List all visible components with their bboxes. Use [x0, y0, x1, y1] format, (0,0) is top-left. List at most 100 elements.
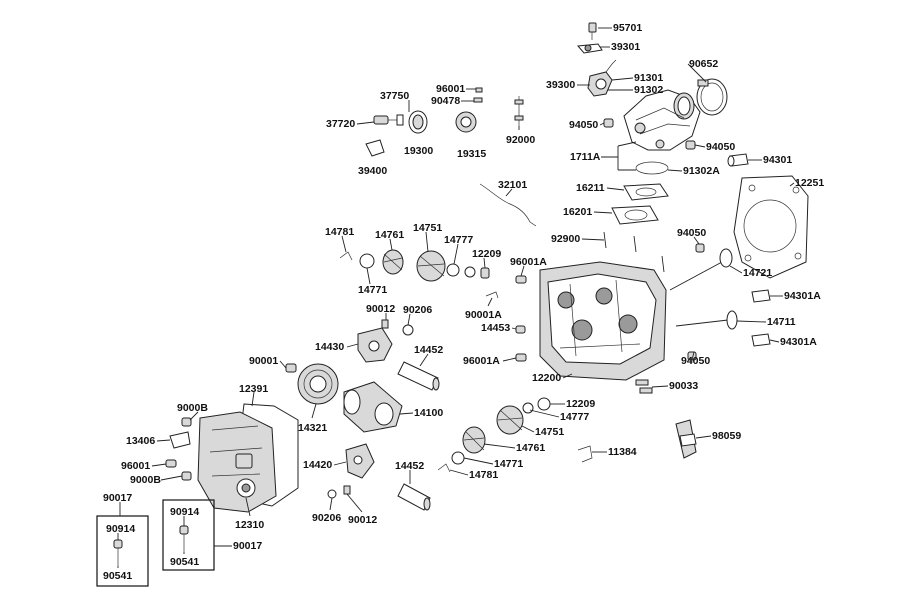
valve-springs-lower: [437, 397, 551, 473]
cylinder-head: [539, 261, 667, 381]
part-label-91302A: 91302A: [683, 165, 720, 177]
intake-manifold: [623, 89, 701, 151]
inset-boxes: [96, 499, 215, 587]
sensor-assembly-top: [576, 22, 617, 97]
part-label-12209a: 12209: [472, 248, 501, 260]
part-label-11384: 11384: [608, 446, 637, 458]
part-label-14721: 14721: [743, 267, 772, 279]
rocker-arm-upper: [357, 319, 414, 363]
part-label-90206a: 90206: [403, 304, 432, 316]
rocker-arm-lower: [327, 443, 375, 499]
part-label-94301: 94301: [763, 154, 792, 166]
spark-plug-and-clip: [577, 419, 697, 463]
part-label-13406: 13406: [126, 435, 155, 447]
part-label-90012a: 90012: [366, 303, 395, 315]
valve-springs-upper: [339, 249, 490, 282]
dowel-pin-top: [727, 153, 749, 167]
cam-sprocket: [285, 363, 339, 405]
part-label-96001b: 96001: [121, 460, 150, 472]
part-label-96001: 96001: [436, 83, 465, 95]
part-label-94050a: 94050: [569, 119, 598, 131]
dowel-pins: [751, 289, 771, 347]
part-label-96001A: 96001A: [510, 256, 547, 268]
head-gasket: [733, 175, 809, 279]
part-label-95701: 95701: [613, 22, 642, 34]
o-ring: [635, 161, 669, 175]
studs: [603, 231, 665, 273]
part-label-12200: 12200: [532, 372, 561, 384]
hose-clamp: [696, 78, 728, 116]
part-label-12310: 12310: [235, 519, 264, 531]
part-label-32101: 32101: [498, 179, 527, 191]
part-label-14761a: 14761: [375, 229, 404, 241]
part-label-14430: 14430: [315, 341, 344, 353]
part-label-14761b: 14761: [516, 442, 545, 454]
part-label-92000: 92000: [506, 134, 535, 146]
part-label-14100: 14100: [414, 407, 443, 419]
part-label-1711A: 1711A: [570, 151, 601, 163]
part-label-14452a: 14452: [414, 344, 443, 356]
part-label-90206b: 90206: [312, 512, 341, 524]
part-label-14420: 14420: [303, 459, 332, 471]
part-label-16211: 16211: [576, 182, 605, 194]
part-label-14711: 14711: [767, 316, 796, 328]
part-label-14321: 14321: [298, 422, 327, 434]
insulator-gaskets: [611, 183, 669, 225]
part-label-94301A2: 94301A: [780, 336, 817, 348]
head-cover: [197, 403, 299, 513]
part-label-14781b: 14781: [469, 469, 498, 481]
part-label-39400: 39400: [358, 165, 387, 177]
part-label-14781a: 14781: [325, 226, 354, 238]
part-label-14777b: 14777: [560, 411, 589, 423]
part-label-90914a: 90914: [106, 523, 135, 535]
part-label-90033: 90033: [669, 380, 698, 392]
part-label-9000B2: 9000B: [130, 474, 161, 486]
part-label-19315: 19315: [457, 148, 486, 160]
part-label-90017b: 90017: [233, 540, 262, 552]
part-label-39301: 39301: [611, 41, 640, 53]
part-label-14771b: 14771: [494, 458, 523, 470]
part-label-19300: 19300: [404, 145, 433, 157]
head-bolts-misc: [485, 275, 527, 362]
thermostat-parts: [365, 87, 524, 157]
part-label-90012b: 90012: [348, 514, 377, 526]
part-label-16201: 16201: [563, 206, 592, 218]
part-label-14453: 14453: [481, 322, 510, 334]
part-label-39300: 39300: [546, 79, 575, 91]
part-label-94301A: 94301A: [784, 290, 821, 302]
part-label-91302: 91302: [634, 84, 663, 96]
part-label-94050c: 94050: [677, 227, 706, 239]
part-label-12251: 12251: [795, 177, 824, 189]
part-label-98059: 98059: [712, 430, 741, 442]
part-label-12209b: 12209: [566, 398, 595, 410]
part-label-14751a: 14751: [413, 222, 442, 234]
part-label-14452b: 14452: [395, 460, 424, 472]
pins: [635, 379, 653, 394]
part-label-90541a: 90541: [103, 570, 132, 582]
part-number-labels: 9570139301906523930091301913023775096001…: [103, 22, 824, 582]
sensor-wire: [479, 183, 537, 227]
part-label-90541b: 90541: [170, 556, 199, 568]
part-label-90001A: 90001A: [465, 309, 502, 321]
part-label-9000B: 9000B: [177, 402, 208, 414]
part-label-14771a: 14771: [358, 284, 387, 296]
rocker-shafts: [397, 361, 440, 511]
leader-lines: [117, 27, 795, 568]
part-label-90652: 90652: [689, 58, 718, 70]
part-label-96001A2: 96001A: [463, 355, 500, 367]
part-label-37720: 37720: [326, 118, 355, 130]
part-label-14777a: 14777: [444, 234, 473, 246]
part-label-91301: 91301: [634, 72, 663, 84]
part-label-90914b: 90914: [170, 506, 199, 518]
part-label-90001: 90001: [249, 355, 278, 367]
cover-bolts: [165, 417, 192, 481]
part-label-92900: 92900: [551, 233, 580, 245]
part-label-90017a: 90017: [103, 492, 132, 504]
part-label-14751b: 14751: [535, 426, 564, 438]
part-label-12391: 12391: [239, 383, 268, 395]
part-label-90478: 90478: [431, 95, 460, 107]
valves: [669, 243, 738, 361]
camshaft: [343, 381, 403, 433]
part-label-94050b: 94050: [706, 141, 735, 153]
